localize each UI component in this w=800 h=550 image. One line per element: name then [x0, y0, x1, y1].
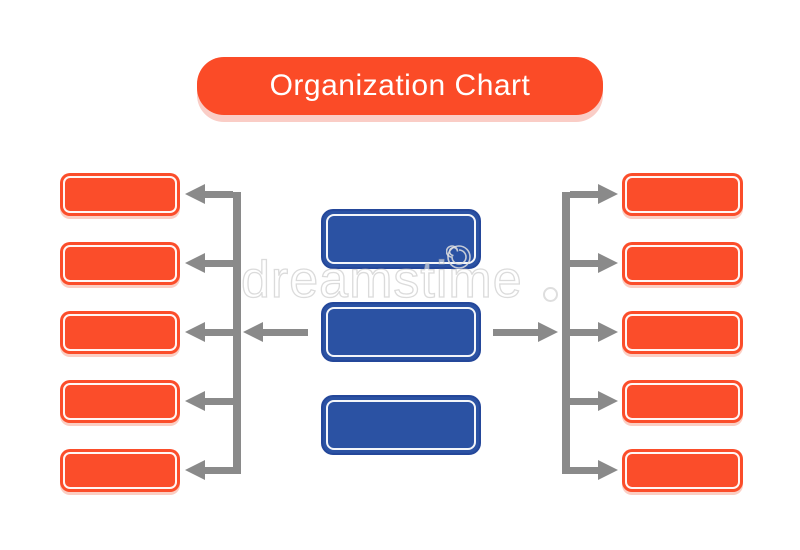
left-arrow-5-icon [185, 460, 233, 480]
left-connector-line [233, 192, 241, 474]
center-node-bottom [321, 395, 481, 455]
center-node-middle [321, 302, 481, 362]
right-arrow-4-icon [570, 391, 618, 411]
watermark-dot-icon [543, 287, 558, 302]
left-node-1-label [60, 173, 180, 216]
right-node-5 [622, 449, 743, 492]
right-node-3 [622, 311, 743, 354]
left-node-3 [60, 311, 180, 354]
right-arrow-3-icon [570, 322, 618, 342]
left-node-2 [60, 242, 180, 285]
right-node-5-label [622, 449, 743, 492]
right-arrow-2-icon [570, 253, 618, 273]
right-arrow-5-icon [570, 460, 618, 480]
left-node-1 [60, 173, 180, 216]
left-node-5 [60, 449, 180, 492]
left-node-3-label [60, 311, 180, 354]
right-arrow-1-icon [570, 184, 618, 204]
right-node-4-label [622, 380, 743, 423]
left-arrow-2-icon [185, 253, 233, 273]
center-right-arrow-icon [493, 322, 558, 342]
right-node-1-label [622, 173, 743, 216]
left-node-4 [60, 380, 180, 423]
center-left-arrow-icon [243, 322, 308, 342]
left-arrow-4-icon [185, 391, 233, 411]
page-title: Organization Chart [269, 69, 531, 102]
left-node-5-label [60, 449, 180, 492]
title-banner: Organization Chart [197, 57, 603, 115]
center-node-top [321, 209, 481, 269]
right-node-4 [622, 380, 743, 423]
right-node-2 [622, 242, 743, 285]
left-node-2-label [60, 242, 180, 285]
left-node-4-label [60, 380, 180, 423]
center-node-bottom-label [323, 397, 479, 453]
right-node-1 [622, 173, 743, 216]
right-node-3-label [622, 311, 743, 354]
center-node-top-label [323, 211, 479, 267]
right-node-2-label [622, 242, 743, 285]
center-node-middle-label [323, 304, 479, 360]
left-arrow-1-icon [185, 184, 233, 204]
right-connector-line [562, 192, 570, 474]
left-arrow-3-icon [185, 322, 233, 342]
